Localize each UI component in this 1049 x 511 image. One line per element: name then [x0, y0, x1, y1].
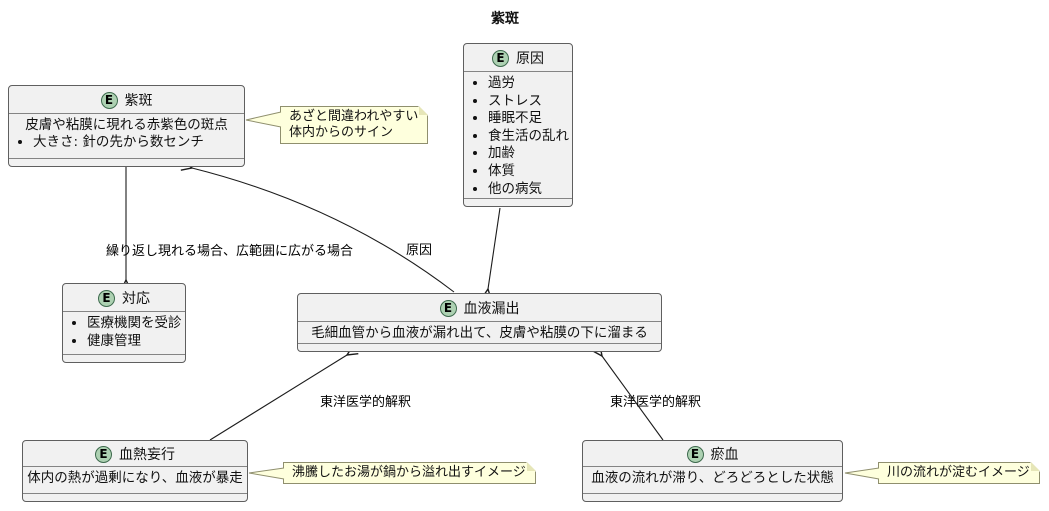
diagram-title: 紫斑	[491, 11, 519, 27]
entity-footer	[583, 494, 842, 501]
entity-footer	[9, 159, 244, 166]
field-item: 健康管理	[87, 333, 180, 351]
note-text: 体内からのサイン	[289, 125, 394, 140]
edge-label-cause: 原因	[406, 243, 433, 258]
edge-label-repeat: 繰り返し現れる場合、広範囲に広がる場合	[106, 244, 354, 259]
entity-blood-heat-header: E 血熱妄行	[23, 441, 247, 466]
note-blood-heat: 沸騰したお湯が鍋から溢れ出すイメージ	[283, 462, 536, 484]
note-text: あざと間違われやすい	[289, 109, 419, 124]
entity-blood-leakage-body: 毛細血管から血液が漏れ出て、皮膚や粘膜の下に溜まる	[298, 321, 661, 344]
note-text: 沸騰したお湯が鍋から溢れ出すイメージ	[292, 465, 526, 480]
field-item: 加齢	[488, 145, 567, 163]
entity-blood-stasis-body: 血液の流れが滞り、どろどろとした状態	[583, 466, 842, 494]
edge-label-tcm-right: 東洋医学的解釈	[610, 395, 702, 410]
note-pointer	[245, 111, 282, 128]
entity-purpura-body: 皮膚や粘膜に現れる赤紫色の斑点 大きさ: 針の先から数センチ	[9, 113, 244, 159]
entity-blood-leakage-header: E 血液漏出	[298, 294, 661, 321]
entity-spot-icon: E	[439, 299, 457, 317]
entity-footer	[63, 355, 185, 362]
entity-description: 血液の流れが滞り、どろどろとした状態	[591, 470, 834, 486]
entity-description: 体内の熱が過剰になり、血液が暴走	[27, 470, 243, 486]
field-item: 医療機関を受診	[87, 315, 182, 333]
entity-name: 血液漏出	[463, 301, 520, 317]
entity-blood-heat: E 血熱妄行 体内の熱が過剰になり、血液が暴走	[22, 440, 248, 502]
note-purpura: あざと間違われやすい 体内からのサイン	[280, 106, 429, 144]
field-item: 食生活の乱れ	[488, 128, 569, 146]
entity-purpura: E 紫斑 皮膚や粘膜に現れる赤紫色の斑点 大きさ: 針の先から数センチ	[8, 85, 245, 167]
field-item: 大きさ: 針の先から数センチ	[33, 134, 239, 152]
field-item: 睡眠不足	[488, 110, 567, 128]
edge-leakage-to-purpura	[192, 168, 455, 293]
note-pointer	[844, 467, 880, 480]
edge-label-tcm-left: 東洋医学的解釈	[320, 395, 412, 410]
note-pointer	[248, 467, 285, 480]
entity-causes-header: E 原因	[464, 44, 572, 71]
entity-spot-icon: E	[98, 289, 115, 307]
entity-spot-icon: E	[492, 49, 509, 67]
entity-causes: E 原因 過労 ストレス 睡眠不足 食生活の乱れ 加齢 体質 他の病気	[463, 43, 573, 207]
field-item: 他の病気	[488, 181, 567, 198]
field-item: ストレス	[488, 93, 567, 111]
entity-response-header: E 対応	[63, 284, 185, 311]
entity-name: 瘀血	[710, 447, 739, 463]
entity-spot-icon: E	[95, 445, 112, 463]
note-text: 川の流れが淀むイメージ	[887, 465, 1030, 480]
entity-name: 血熱妄行	[119, 447, 175, 463]
entity-causes-body: 過労 ストレス 睡眠不足 食生活の乱れ 加齢 体質 他の病気	[464, 71, 572, 199]
entity-spot-icon: E	[686, 445, 704, 463]
entity-response: E 対応 医療機関を受診 健康管理	[62, 283, 186, 363]
entity-spot-icon: E	[100, 91, 118, 109]
entity-footer	[464, 199, 572, 206]
entity-blood-heat-body: 体内の熱が過剰になり、血液が暴走	[23, 466, 247, 494]
edge-causes-to-leakage	[488, 207, 501, 289]
entity-response-body: 医療機関を受診 健康管理	[63, 311, 185, 355]
entity-blood-stasis-header: E 瘀血	[583, 441, 842, 466]
entity-description: 毛細血管から血液が漏れ出て、皮膚や粘膜の下に溜まる	[311, 325, 648, 341]
note-blood-stasis: 川の流れが淀むイメージ	[878, 462, 1040, 484]
entity-description: 皮膚や粘膜に現れる赤紫色の斑点	[25, 117, 228, 133]
entity-name: 紫斑	[124, 93, 153, 109]
entity-blood-stasis: E 瘀血 血液の流れが滞り、どろどろとした状態	[582, 440, 843, 502]
entity-purpura-header: E 紫斑	[9, 86, 244, 113]
field-item: 過労	[488, 75, 567, 93]
entity-name: 対応	[122, 291, 150, 307]
entity-footer	[23, 494, 247, 501]
entity-blood-leakage: E 血液漏出 毛細血管から血液が漏れ出て、皮膚や粘膜の下に溜まる	[297, 293, 662, 352]
field-item: 体質	[488, 163, 567, 181]
entity-footer	[298, 344, 661, 351]
entity-name: 原因	[516, 51, 544, 67]
